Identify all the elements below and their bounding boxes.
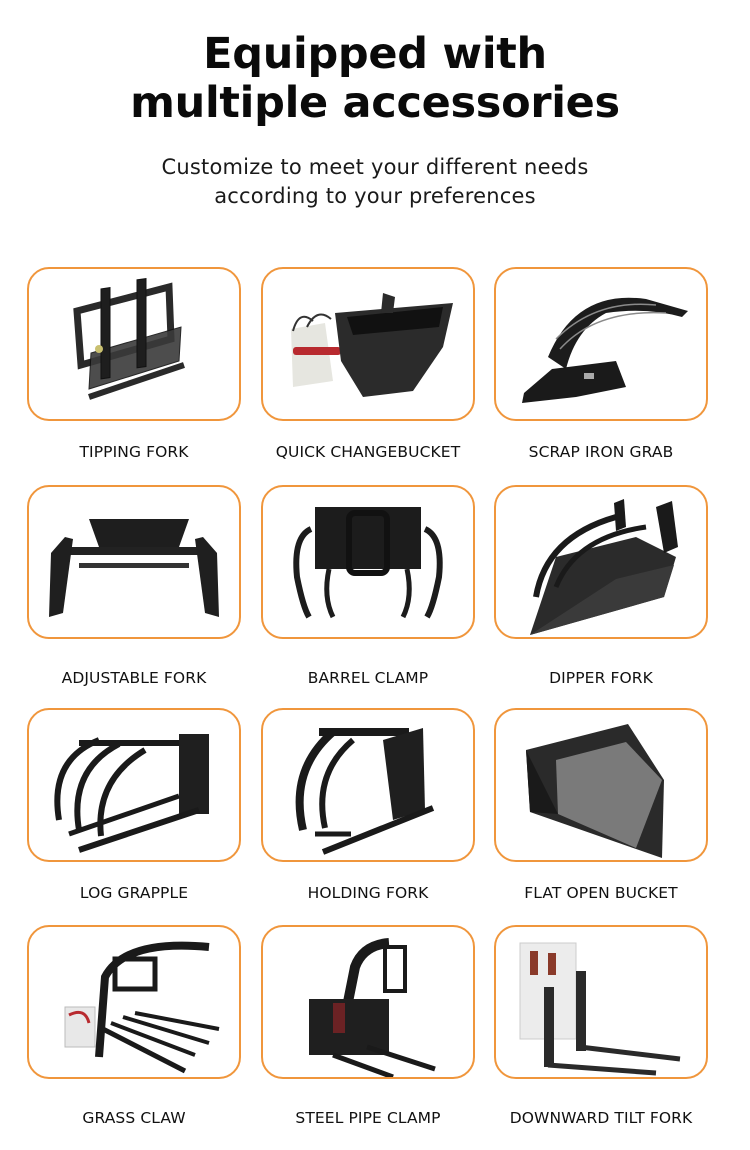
page-subtitle: Customize to meet your different needs a… [0,153,750,211]
accessory-card[interactable] [27,267,241,421]
accessory-label: DOWNWARD TILT FORK [509,1109,693,1127]
flat-open-bucket-image [526,724,664,858]
accessory-label: LOG GRAPPLE [79,884,189,902]
adjustable-fork-image [49,519,219,617]
page-title: Equipped with multiple accessories [0,30,750,128]
subtitle-line-2: according to your preferences [214,184,536,208]
accessory-label: BARREL CLAMP [307,669,429,687]
accessory-label: STEEL PIPE CLAMP [295,1109,441,1127]
accessory-label: HOLDING FORK [307,884,429,902]
accessory-card[interactable] [494,925,708,1079]
accessory-label: QUICK CHANGEBUCKET [275,443,461,461]
title-line-2: multiple accessories [130,78,620,128]
accessory-card[interactable] [261,925,475,1079]
accessory-label: GRASS CLAW [82,1109,186,1127]
accessory-card[interactable] [494,267,708,421]
downward-tilt-fork-image [519,942,681,1076]
steel-pipe-clamp-image [309,938,436,1077]
accessory-card[interactable] [261,708,475,862]
accessory-card[interactable] [27,708,241,862]
holding-fork-image [295,728,435,855]
log-grapple-image [54,734,209,853]
accessory-label: TIPPING FORK [79,443,189,461]
title-line-1: Equipped with [203,29,547,79]
accessory-card[interactable] [494,485,708,639]
accessory-card[interactable] [261,267,475,421]
grass-claw-image [64,941,220,1074]
accessory-label: DIPPER FORK [549,669,653,687]
accessory-card[interactable] [494,708,708,862]
accessory-label: FLAT OPEN BUCKET [524,884,678,902]
barrel-clamp-image [293,507,443,619]
accessory-card[interactable] [261,485,475,639]
dipper-fork-image [530,499,678,635]
quick-change-bucket-image [291,293,453,397]
accessory-card[interactable] [27,485,241,639]
subtitle-line-1: Customize to meet your different needs [161,155,589,179]
accessory-label: ADJUSTABLE FORK [61,669,207,687]
scrap-iron-grab-image [522,297,688,403]
tipping-fork-image [73,277,185,400]
accessory-card[interactable] [27,925,241,1079]
accessory-label: SCRAP IRON GRAB [528,443,674,461]
